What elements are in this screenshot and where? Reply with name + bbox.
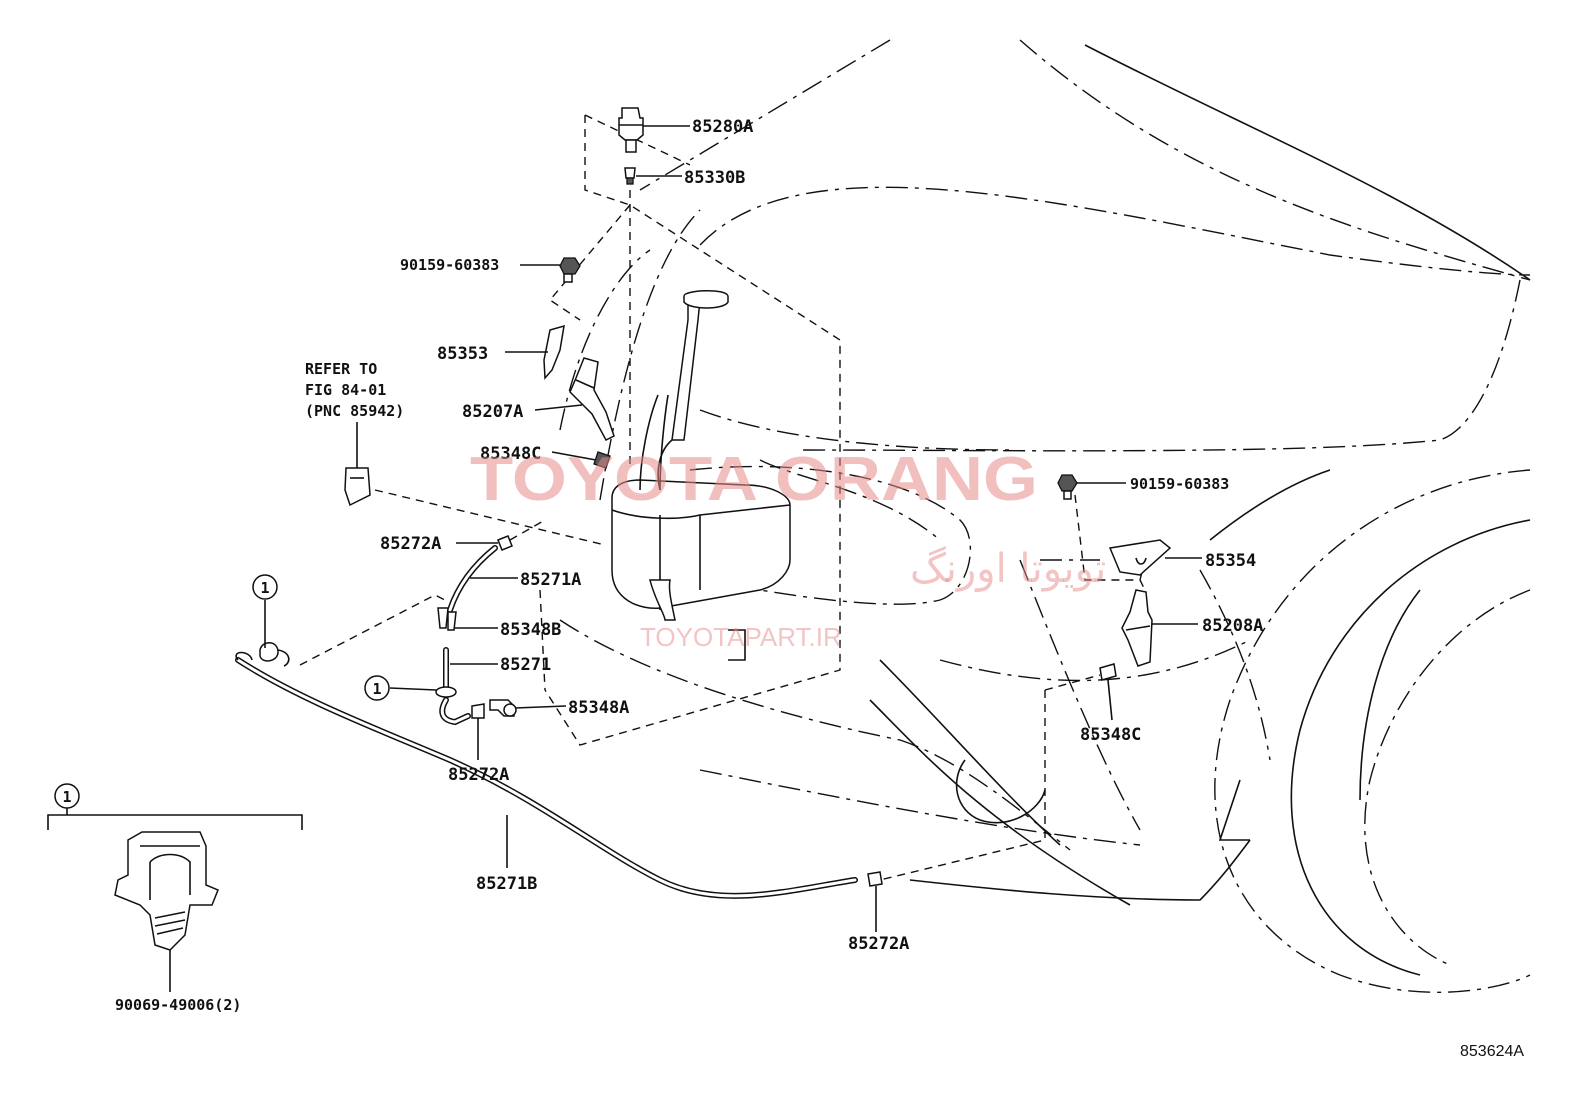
label-85272A-mid: 85272A — [448, 765, 509, 785]
label-85271B: 85271B — [476, 874, 537, 894]
grommet-85330B — [624, 167, 636, 185]
label-85348C-left: 85348C — [480, 444, 541, 464]
clip-85272A-bottom — [867, 871, 883, 887]
svg-text:REFER TO: REFER TO — [305, 360, 377, 378]
circle-ref-mid: 1 — [364, 675, 390, 701]
svg-text:1: 1 — [260, 579, 269, 597]
clip-85272A-mid — [471, 703, 485, 719]
label-85354: 85354 — [1205, 551, 1256, 571]
label-85348B: 85348B — [500, 620, 561, 640]
washer-pump-85280A — [618, 107, 644, 153]
label-85272A-top: 85272A — [380, 534, 441, 554]
label-85271A: 85271A — [520, 570, 581, 590]
label-90159-60383-top: 90159-60383 — [400, 256, 499, 274]
leader-lines — [47, 125, 1202, 992]
label-85353: 85353 — [437, 344, 488, 364]
label-85272A-bottom: 85272A — [848, 934, 909, 954]
svg-text:1: 1 — [372, 680, 381, 698]
label-90069-49006: 90069-49006(2) — [115, 996, 241, 1014]
cover-85354 — [1108, 539, 1172, 576]
label-85280A: 85280A — [692, 117, 753, 137]
refer-note: REFER TO FIG 84-01 (PNC 85942) — [305, 360, 404, 420]
hose-85271B — [235, 651, 858, 899]
vehicle-body-outline — [559, 39, 1531, 993]
valve-85348C-right — [1099, 663, 1117, 681]
watermark-title: TOYOTA ORANG — [470, 445, 1038, 514]
watermark-site: TOYOTAPART.IR — [640, 622, 842, 652]
label-90159-60383-right: 90159-60383 — [1130, 475, 1229, 493]
circle-ref-detail: 1 — [54, 783, 80, 809]
connector-85348B — [437, 607, 457, 631]
svg-text:FIG 84-01: FIG 84-01 — [305, 381, 386, 399]
label-85208A: 85208A — [1202, 616, 1263, 636]
watermark: TOYOTA ORANG تویوتا اورنگ TOYOTAPART.IR — [470, 445, 1106, 652]
circle-ref-top: 1 — [252, 574, 278, 600]
nozzle-85207A — [569, 357, 615, 441]
figure-code: 853624A — [1460, 1043, 1524, 1060]
label-85348A: 85348A — [568, 698, 629, 718]
refer-part-85942 — [344, 467, 371, 507]
hose-85271A — [447, 545, 498, 613]
label-85271: 85271 — [500, 655, 551, 675]
bracket-85353 — [543, 324, 565, 380]
nozzle-85208A — [1121, 589, 1153, 667]
check-valve-85348A — [489, 699, 517, 717]
svg-text:(PNC 85942): (PNC 85942) — [305, 402, 404, 420]
svg-text:1: 1 — [62, 788, 71, 806]
label-85207A: 85207A — [462, 402, 523, 422]
clip-90069-49006 — [114, 831, 219, 951]
hose-85271 — [435, 647, 471, 726]
bolt-90159-60383-right — [1057, 474, 1078, 500]
label-85330B: 85330B — [684, 168, 745, 188]
bolt-90159-60383-top — [559, 257, 581, 283]
label-85348C-right: 85348C — [1080, 725, 1141, 745]
watermark-persian: تویوتا اورنگ — [910, 546, 1106, 592]
clip-85272A-top — [497, 535, 513, 551]
callout-labels: 85280A 85330B 90159-60383 85353 85207A 8… — [115, 117, 1263, 1014]
